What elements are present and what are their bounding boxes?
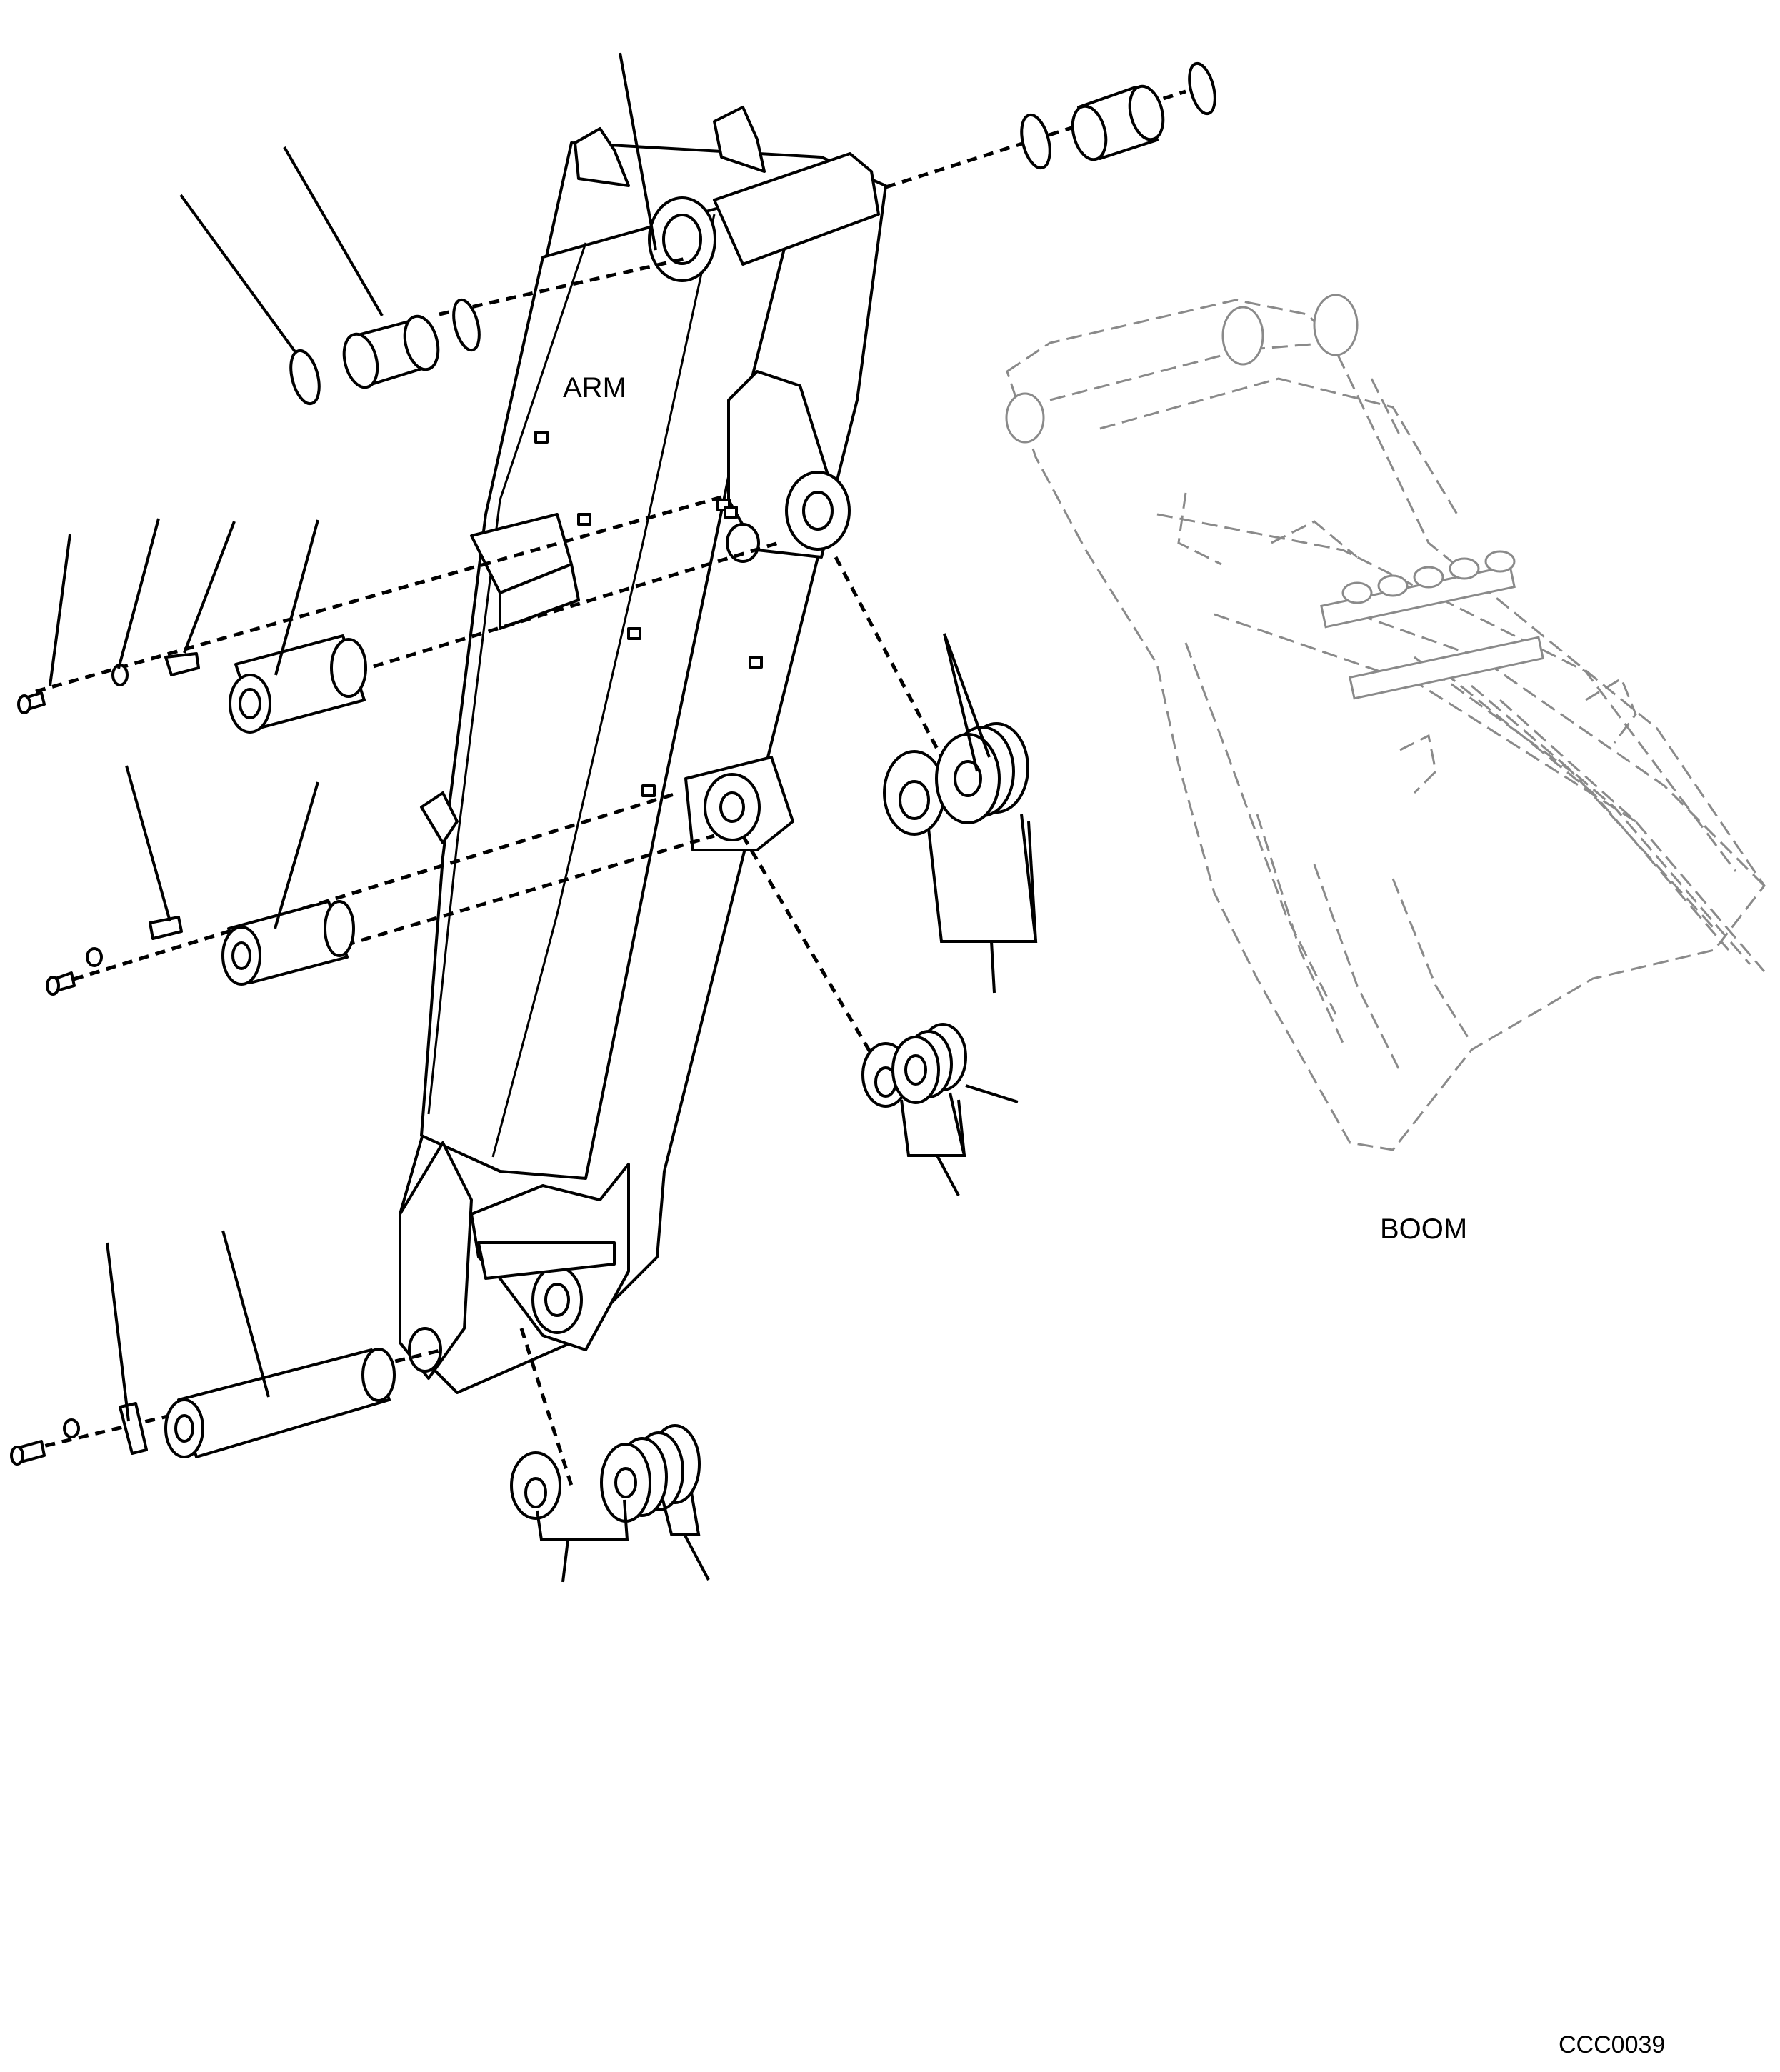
boom-ghost-drawing <box>1005 294 1766 1151</box>
pin-assembly-lower <box>10 1348 396 1466</box>
top-bushing-set-left <box>289 298 481 406</box>
shim-set-lower <box>510 1424 701 1523</box>
boom-hose-clamps <box>1320 550 1544 700</box>
drawing-code: CCC0039 <box>1559 2031 1665 2058</box>
top-bushing-set-right <box>1020 61 1216 170</box>
pin-assembly-middle <box>46 900 355 996</box>
arm-drawing <box>399 106 887 1394</box>
shim-set-upper <box>883 722 1029 836</box>
pin-assembly-upper <box>17 634 367 734</box>
boom-label: BOOM <box>1380 1213 1467 1245</box>
shim-set-middle <box>861 1023 967 1108</box>
arm-label: ARM <box>563 372 626 404</box>
callout-leaders <box>49 52 1038 1583</box>
